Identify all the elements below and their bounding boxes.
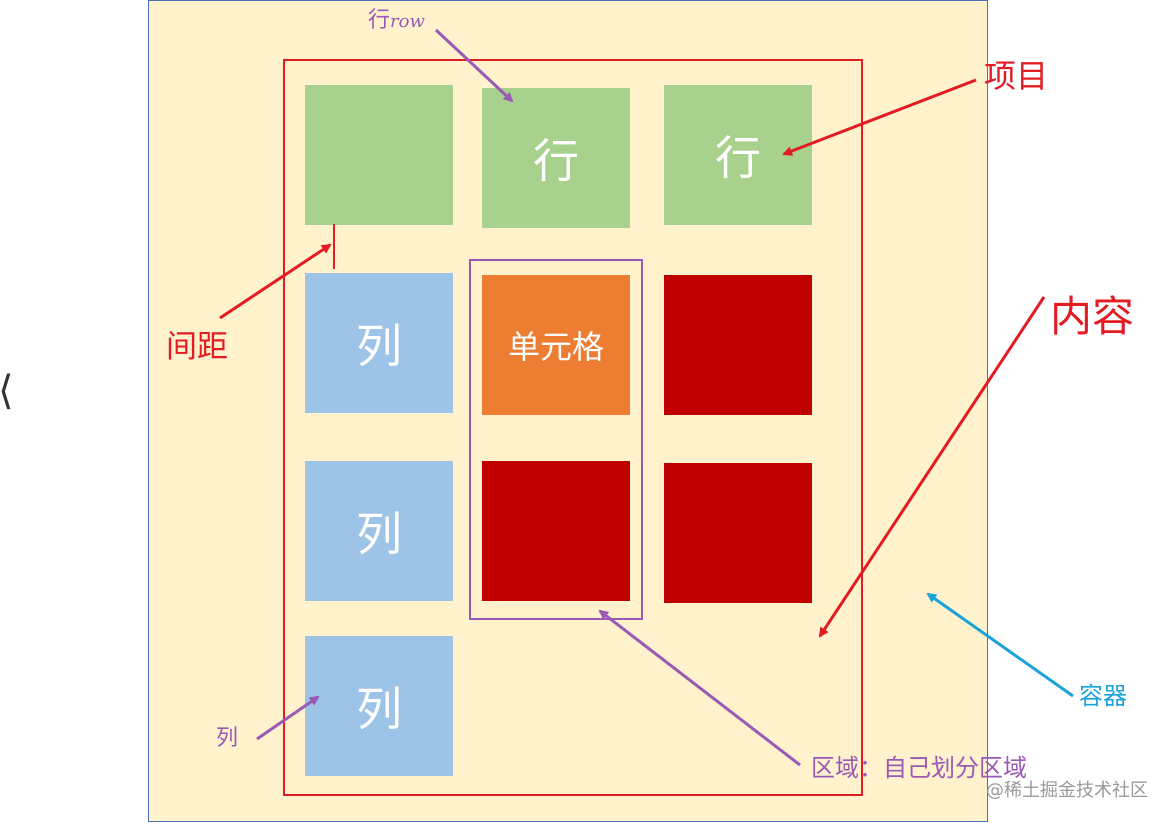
- watermark-text: @稀土掘金技术社区: [986, 780, 1148, 801]
- arrow-container-label: [926, 592, 1074, 698]
- grid-cell-highlight: 单元格: [482, 275, 630, 415]
- left-edge-glyph: ⟨: [0, 368, 14, 414]
- area-label: 区域：自己划分区域: [811, 754, 1027, 782]
- gap-label: 间距: [166, 329, 228, 365]
- gap-marker: [333, 224, 335, 269]
- grid-item-row2-col3: [664, 275, 812, 415]
- arrow-gap-label: [219, 243, 332, 320]
- grid-item-row1-col2: 行: [482, 88, 630, 228]
- container-label: 容器: [1079, 682, 1127, 710]
- arrow-row-label: [434, 28, 514, 103]
- cell-text: 列: [356, 507, 402, 561]
- cell-text: 列: [356, 319, 402, 373]
- cell-text: 列: [356, 682, 402, 736]
- grid-item-row4-col1: 列: [305, 636, 453, 776]
- arrow-content-label: [818, 296, 1046, 638]
- grid-content-outline: [283, 59, 863, 796]
- arrow-area-label: [598, 609, 801, 767]
- row-label: 行row: [368, 8, 425, 33]
- grid-area-outline: [469, 259, 643, 620]
- grid-item-row3-col3: [664, 463, 812, 603]
- arrow-column-label: [256, 695, 320, 741]
- cell-text: 行: [715, 131, 761, 185]
- cell-text: 行: [533, 134, 579, 188]
- content-label: 内容: [1050, 292, 1135, 341]
- arrow-item-label: [782, 78, 977, 156]
- item-label: 项目: [984, 57, 1049, 95]
- grid-item-row1-col1: [305, 85, 453, 225]
- grid-item-row3-col1: 列: [305, 461, 453, 601]
- column-label: 列: [216, 726, 239, 751]
- grid-item-row2-col1: 列: [305, 273, 453, 413]
- grid-item-row3-col2: [482, 461, 630, 601]
- cell-text: 单元格: [507, 328, 604, 366]
